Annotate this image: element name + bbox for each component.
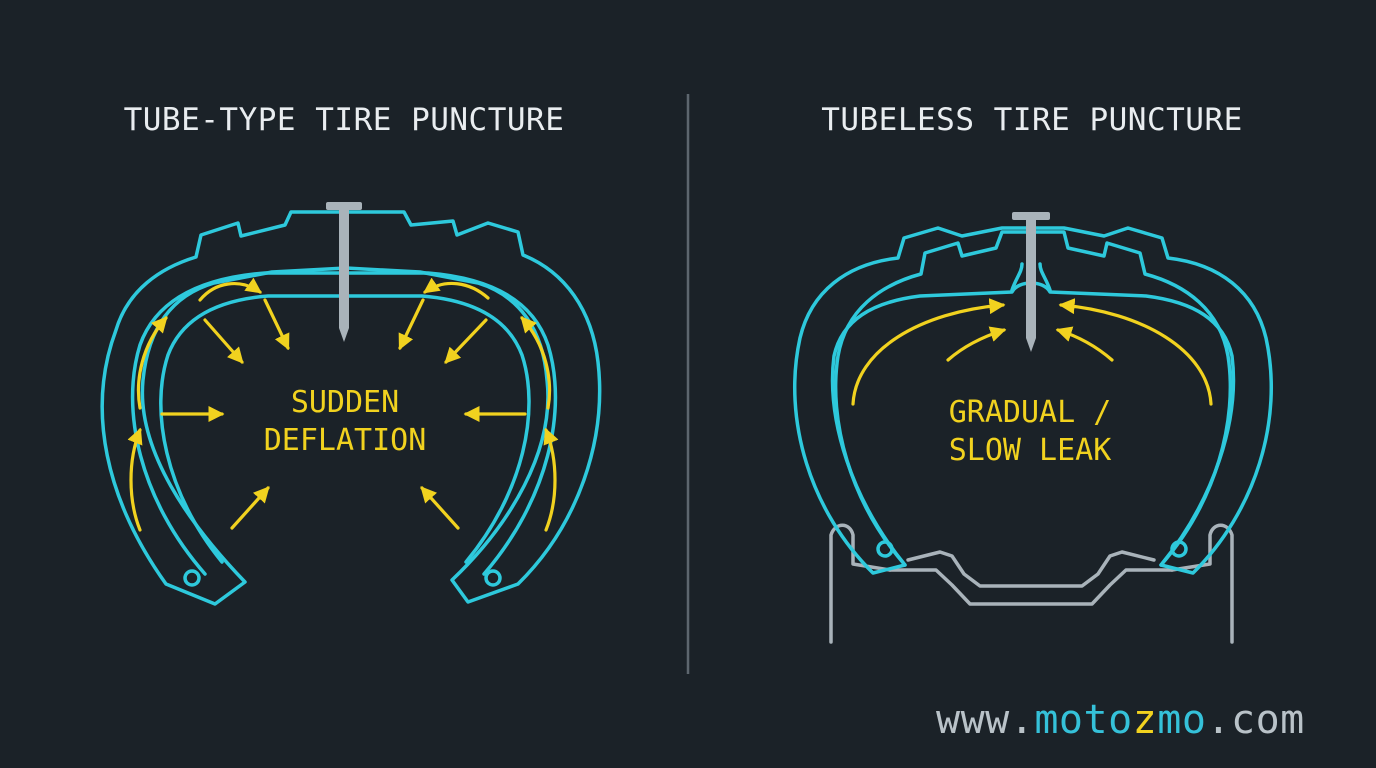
label-line: SUDDEN [290,385,400,420]
bead-hole-left [876,540,894,558]
arrow [851,298,1006,406]
label-line: GRADUAL / [948,395,1112,430]
sudden-deflation-arrows [127,277,559,532]
watermark-brand-b: z [1132,697,1158,743]
arrow [520,316,552,410]
arrow [1055,326,1114,362]
watermark-suffix: .com [1206,697,1305,743]
bead-hole-right [1170,540,1188,558]
bead-hole-right [484,569,502,587]
arrow [420,486,460,530]
tubeless-title: TUBELESS TIRE PUNCTURE [821,102,1243,138]
arrow [398,298,425,351]
rim-well-outer [888,568,1174,606]
puncture-seal-right [1038,262,1052,292]
nail-shank [1026,220,1036,352]
label-line: DEFLATION [263,423,427,458]
tube-type-nail [326,202,362,342]
label-line: SLOW LEAK [948,433,1112,468]
arrow [423,277,490,300]
watermark-brand-a: moto [1034,697,1133,743]
arrow [543,427,559,532]
nail-shank [339,210,349,342]
rim-well-inner [906,550,1156,588]
slow-leak-label: GRADUAL / SLOW LEAK [880,394,1180,470]
nail-head [326,202,362,210]
tire-outer-casing [793,226,1273,575]
arrow [263,298,290,351]
tube-type-title: TUBE-TYPE TIRE PUNCTURE [123,102,565,138]
rim-right-flange [1170,523,1234,644]
nail-head [1012,212,1050,220]
watermark-brand-c: mo [1157,697,1207,743]
watermark-prefix: www. [936,697,1035,743]
arrow [136,316,168,410]
rim-left-flange [829,523,892,644]
sudden-deflation-label: SUDDEN DEFLATION [205,384,485,460]
bead-hole-left [183,569,201,587]
arrow [946,326,1007,362]
wheel-rim [829,523,1234,644]
arrow [198,277,262,302]
site-watermark: www.motozmo.com [936,697,1356,743]
arrow [1058,298,1213,406]
arrow [127,427,143,532]
puncture-seal-left [1010,262,1024,292]
arrow [203,318,244,364]
arrow [444,318,488,364]
tubeless-nail [1012,212,1050,352]
slow-leak-arrows [851,298,1213,406]
arrow [230,486,270,530]
